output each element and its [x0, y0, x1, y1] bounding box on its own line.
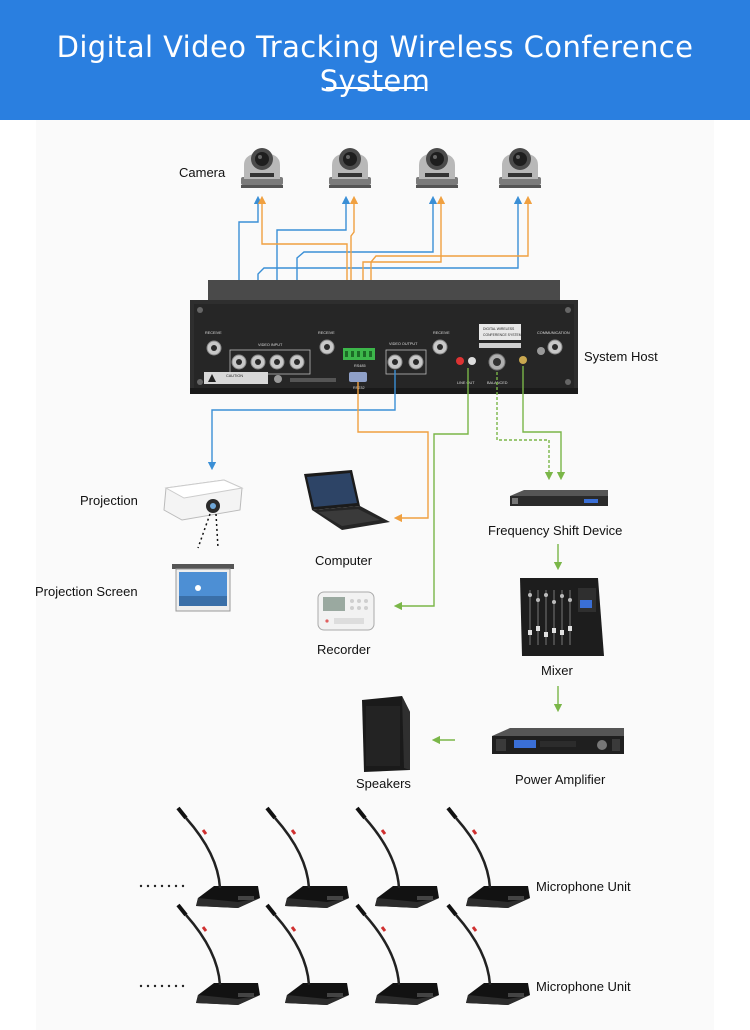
computer-label: Computer — [315, 553, 373, 568]
panel-nameplate-line2: CONFERENCE SYSTEM — [483, 333, 522, 337]
microphone-icon — [176, 806, 262, 910]
microphone-unit-label: Microphone Unit — [536, 879, 631, 894]
panel-receive-mid: RECEIVE — [318, 331, 335, 335]
panel-line-out: LINE OUT — [457, 381, 475, 385]
camera-icon — [499, 148, 541, 188]
power-amplifier-icon — [492, 728, 624, 754]
page-title: Digital Video Tracking Wireless Conferen… — [56, 30, 694, 98]
microphone-icon — [355, 806, 441, 910]
panel-nameplate-line1: DIGITAL WIRELESS — [483, 327, 515, 331]
title-underline — [326, 87, 424, 89]
microphone-icon — [446, 903, 532, 1007]
projection-screen-label: Projection Screen — [35, 584, 138, 599]
microphone-icon — [265, 903, 351, 1007]
camera-icon — [241, 148, 283, 188]
panel-receive-right: RECEIVE — [433, 331, 450, 335]
peripheral-cabling — [207, 366, 566, 745]
recorder-label: Recorder — [317, 642, 371, 657]
panel-receive-left: RECEIVE — [205, 331, 222, 335]
laptop-icon — [304, 470, 390, 530]
mixer-icon — [520, 578, 604, 656]
camera-label: Camera — [179, 165, 226, 180]
frequency-shift-icon — [510, 490, 608, 506]
projector-icon — [163, 479, 244, 549]
panel-rs232: RS232 — [353, 386, 365, 390]
microphone-icon — [265, 806, 351, 910]
panel-caution: CAUTION — [226, 374, 243, 378]
speaker-icon — [362, 696, 410, 772]
panel-video-output: VIDEO OUTPUT — [389, 342, 418, 346]
projection-screen-icon — [172, 564, 234, 612]
microphone-icon — [446, 806, 532, 910]
panel-video-input: VIDEO INPUT — [258, 343, 283, 347]
microphone-icon — [355, 903, 441, 1007]
frequency-shift-label: Frequency Shift Device — [488, 523, 623, 538]
microphone-unit-label: Microphone Unit — [536, 979, 631, 994]
projection-label: Projection — [80, 493, 138, 508]
panel-communication: COMMUNICATION — [537, 331, 570, 335]
diagram-background — [36, 120, 714, 1030]
panel-rs485: RS485 — [354, 364, 366, 368]
speakers-label: Speakers — [356, 776, 411, 791]
power-amplifier-label: Power Amplifier — [515, 772, 606, 787]
microphone-icon — [176, 903, 262, 1007]
camera-icon — [416, 148, 458, 188]
system-host-label: System Host — [584, 349, 658, 364]
more-dots — [139, 884, 185, 888]
host-device — [190, 280, 578, 394]
mixer-label: Mixer — [541, 663, 573, 678]
recorder-icon — [317, 591, 375, 631]
camera-icon — [329, 148, 371, 188]
page-header: Digital Video Tracking Wireless Conferen… — [0, 0, 750, 120]
more-dots — [139, 984, 185, 988]
